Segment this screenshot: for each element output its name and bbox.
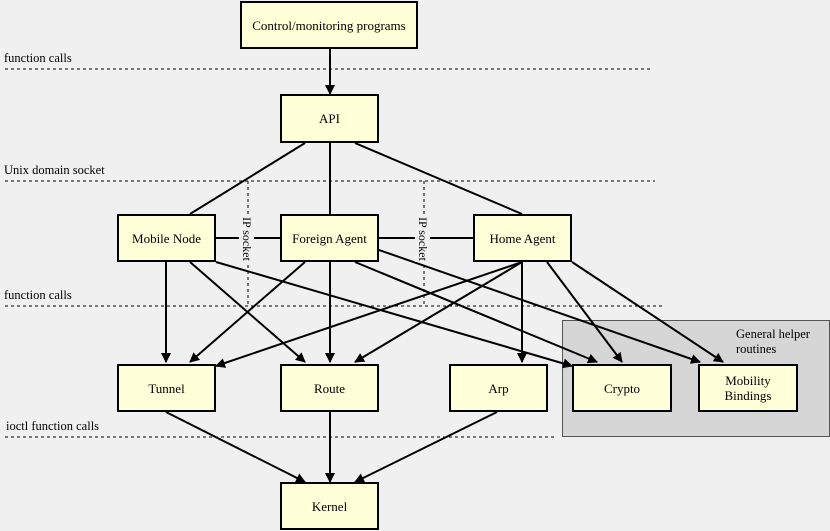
ip-socket-label-right: IP socket: [415, 216, 430, 262]
layer-label-function-calls-top: function calls: [4, 51, 72, 65]
edge-mn-crypto: [215, 261, 573, 369]
edge-ha-crypto: [546, 261, 623, 363]
node-crypto: Crypto: [572, 364, 672, 412]
edge-api-mobile-node: [189, 142, 306, 215]
edge-ha-route: [354, 261, 523, 363]
node-api: API: [280, 94, 379, 143]
node-mobile-node: Mobile Node: [117, 214, 216, 262]
node-control-programs: Control/monitoring programs: [240, 1, 418, 49]
edge-tunnel-kernel: [165, 411, 306, 483]
edge-ha-bindings: [571, 261, 724, 363]
edge-ha-tunnel: [215, 261, 523, 368]
layer-label-function-calls-mid: function calls: [4, 288, 72, 302]
layer-label-unix-socket: Unix domain socket: [4, 163, 105, 177]
layer-label-ioctl: ioctl function calls: [6, 419, 100, 433]
edge-fa-tunnel: [189, 261, 306, 363]
edge-arp-kernel: [354, 411, 498, 483]
edge-fa-bindings: [378, 249, 701, 364]
node-foreign-agent: Foreign Agent: [280, 214, 379, 262]
edge-fa-crypto: [354, 261, 598, 364]
node-route: Route: [280, 364, 379, 412]
ip-socket-label-left: IP socket: [239, 216, 254, 262]
node-kernel: Kernel: [280, 482, 379, 530]
node-arp: Arp: [449, 364, 548, 412]
helper-routines-title: General helper routines: [736, 327, 810, 356]
node-tunnel: Tunnel: [117, 364, 216, 412]
node-home-agent: Home Agent: [473, 214, 572, 262]
edge-api-home-agent: [354, 142, 523, 215]
node-mobility-bindings: Mobility Bindings: [698, 364, 798, 412]
